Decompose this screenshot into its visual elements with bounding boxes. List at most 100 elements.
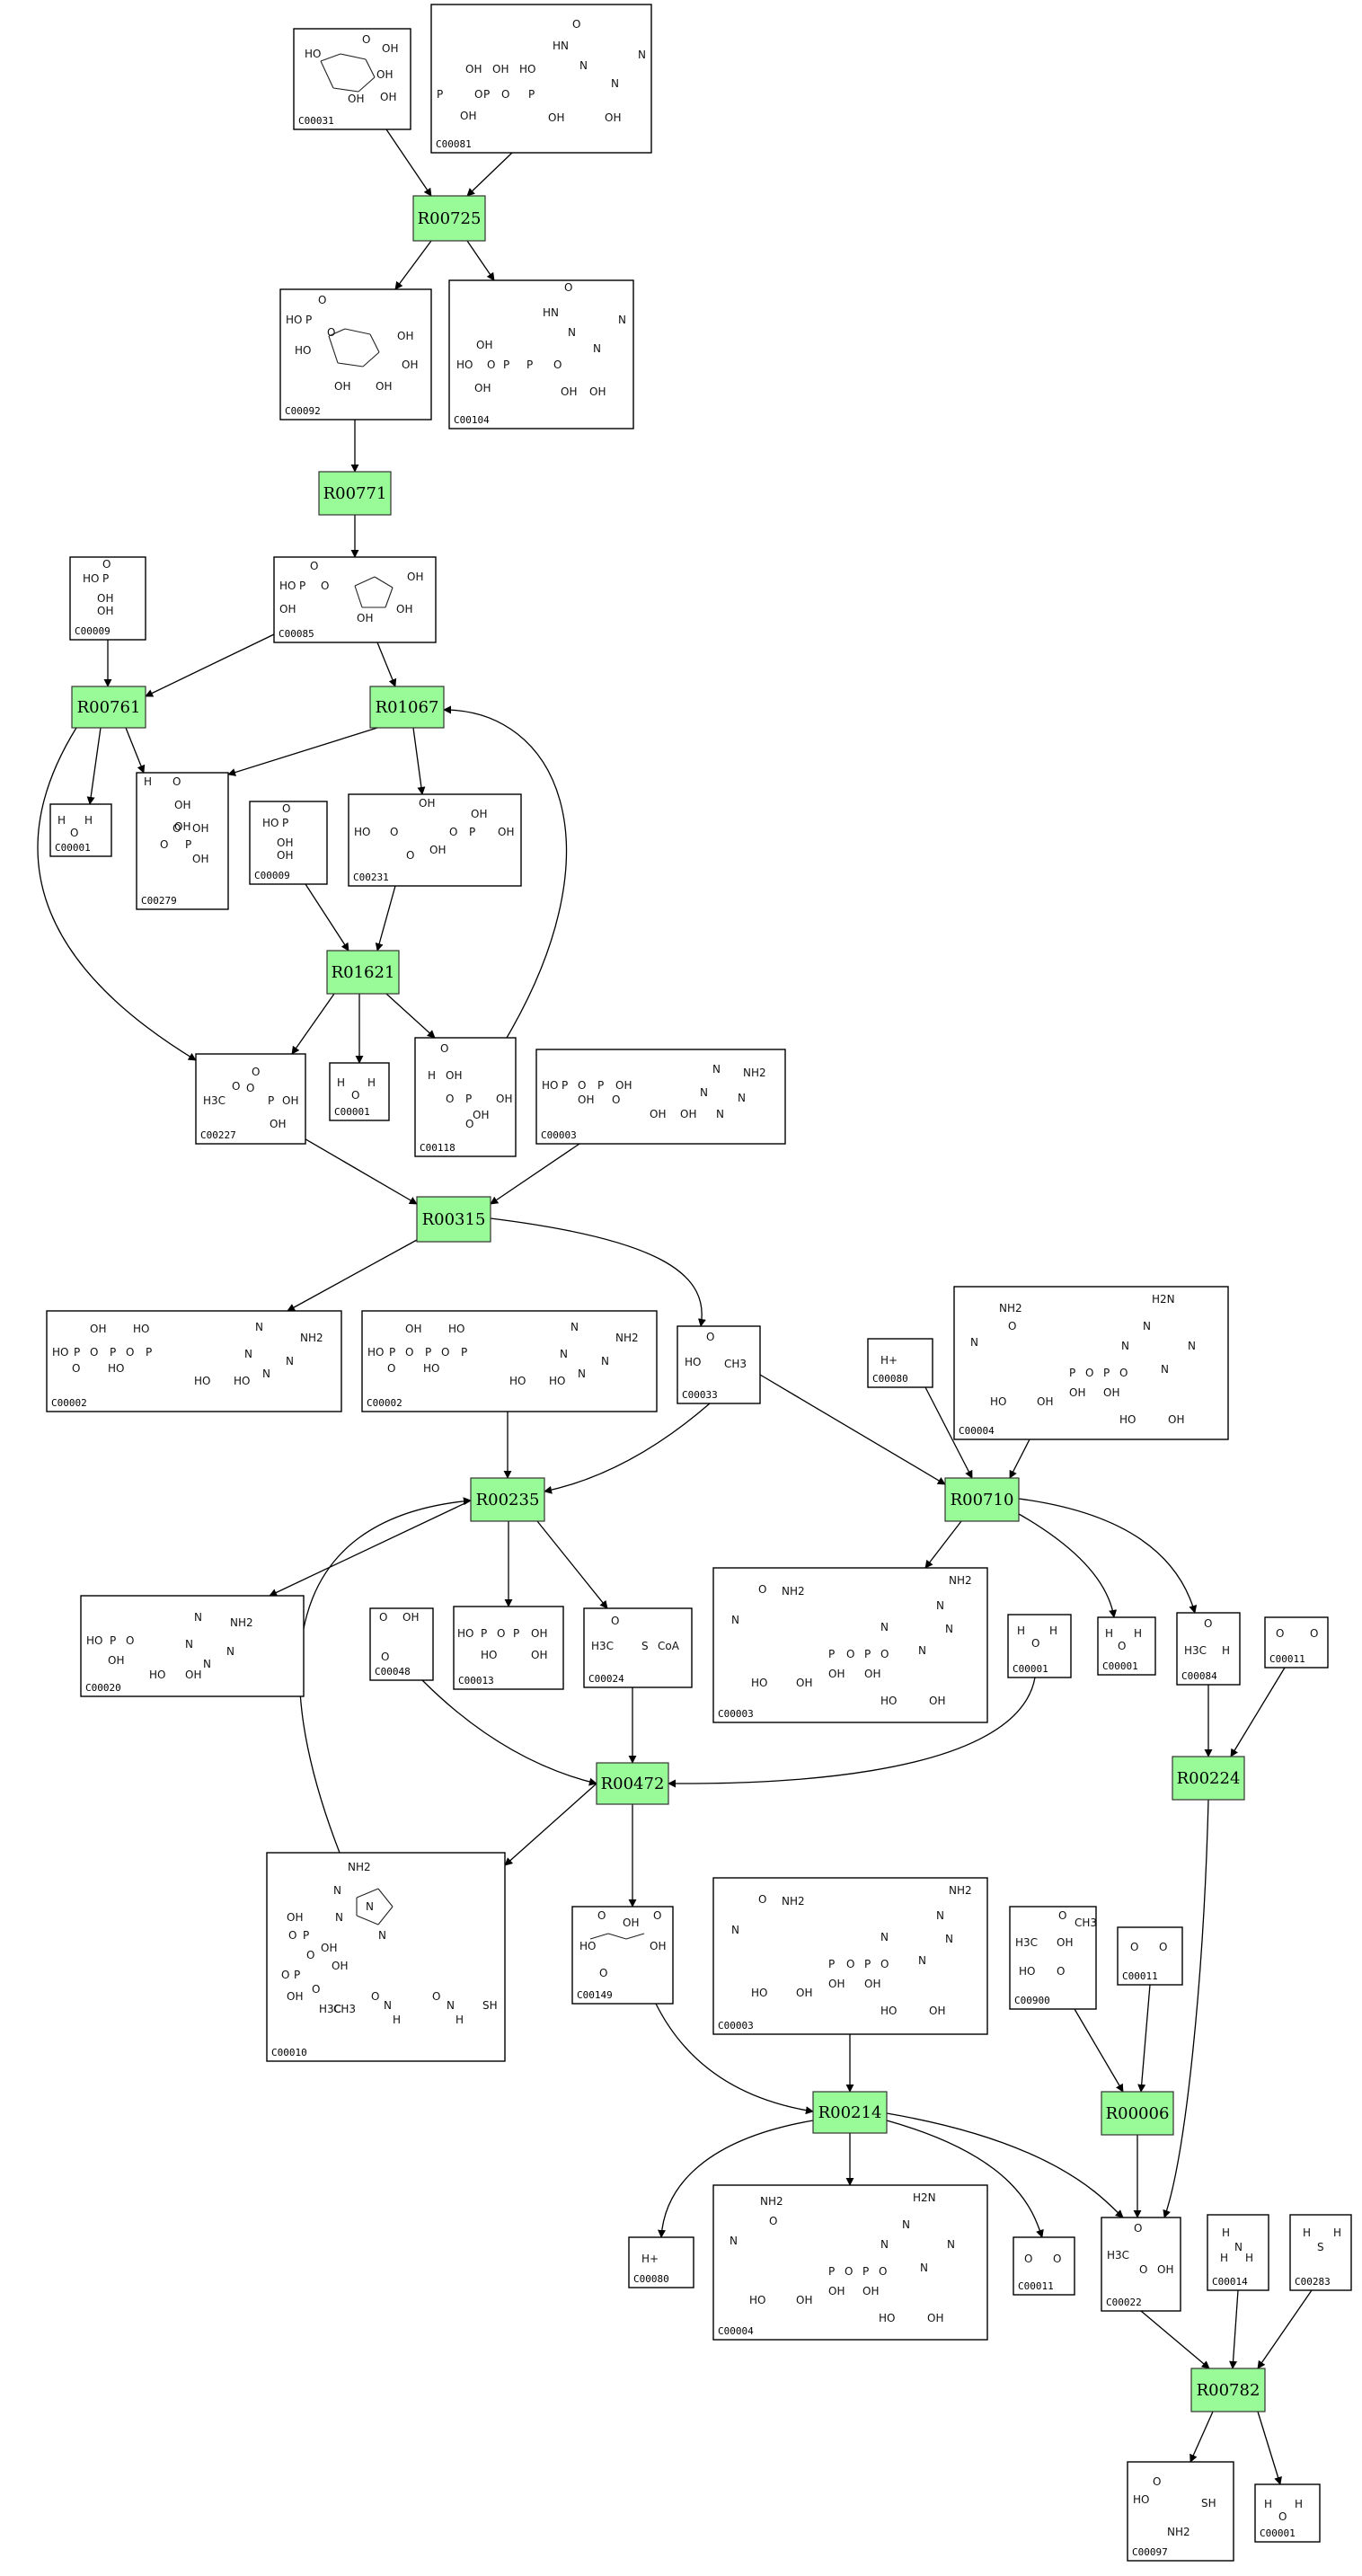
- reaction-r00771[interactable]: R00771: [318, 471, 392, 516]
- structure-label: H3C: [203, 1094, 226, 1107]
- reaction-r00315[interactable]: R00315: [416, 1196, 491, 1243]
- reaction-id-label: R00710: [951, 1491, 1014, 1509]
- bond-line: [362, 351, 380, 367]
- bond-line: [358, 76, 376, 93]
- reaction-r01621[interactable]: R01621: [326, 950, 400, 995]
- bond-line: [320, 60, 334, 89]
- reaction-box: [412, 195, 486, 242]
- edge-c00900-to-r00006: [1074, 2008, 1124, 2093]
- structure-label: O: [252, 1066, 260, 1078]
- structure-label: P: [305, 314, 312, 326]
- compound-frame: [279, 288, 432, 420]
- structure-label: O: [288, 1929, 296, 1942]
- structure-label: NH2: [949, 1884, 972, 1897]
- structure-label: P: [389, 1346, 395, 1359]
- reaction-r00761[interactable]: R00761: [71, 686, 146, 729]
- compound-c00080b[interactable]: H+C00080: [628, 2236, 694, 2288]
- compound-id-label: C00081: [436, 138, 472, 150]
- structure-label: OH: [578, 1093, 594, 1106]
- reaction-r00214[interactable]: R00214: [812, 2091, 888, 2134]
- reaction-id-label: R01067: [376, 698, 439, 717]
- reaction-r00725[interactable]: R00725: [412, 195, 486, 242]
- edge-r00761-to-c00227: [37, 727, 197, 1061]
- structure-label: OH: [376, 68, 393, 81]
- structure-label: N: [226, 1645, 234, 1658]
- structure-label: P: [425, 1346, 431, 1359]
- structure-label: OH: [270, 1118, 286, 1130]
- structure-label: O: [1204, 1617, 1212, 1630]
- structure-label: O: [282, 802, 290, 815]
- structure-label: O: [474, 88, 482, 101]
- reaction-r01067[interactable]: R01067: [369, 686, 445, 729]
- structure-label: HO: [86, 1634, 102, 1647]
- structure-label: O: [102, 558, 111, 571]
- compound-c00080a[interactable]: H+C00080: [867, 1338, 933, 1388]
- structure-label: P: [461, 1346, 467, 1359]
- structure-label: OH: [828, 1668, 845, 1680]
- reaction-r00235[interactable]: R00235: [470, 1477, 545, 1522]
- reaction-r00472[interactable]: R00472: [596, 1762, 669, 1805]
- compound-frame: [712, 2184, 988, 2341]
- structure-label: HO: [1019, 1965, 1035, 1978]
- structure-label: N: [335, 1911, 343, 1924]
- reaction-r00710[interactable]: R00710: [944, 1477, 1020, 1522]
- structure-label: N: [333, 1884, 341, 1897]
- compound-id-label: C00003: [718, 1708, 754, 1720]
- edge-r00761-to-c00001a: [86, 727, 102, 805]
- reaction-r00782[interactable]: R00782: [1190, 2368, 1266, 2412]
- reaction-box: [944, 1477, 1020, 1522]
- edge-r01621-to-c00227: [291, 993, 335, 1055]
- structure-label: O: [758, 1583, 766, 1596]
- structure-label: P: [862, 2265, 869, 2278]
- bond-line: [369, 333, 380, 353]
- reaction-r00006[interactable]: R00006: [1101, 2091, 1174, 2136]
- bond-line: [385, 587, 394, 608]
- structure-label: OH: [334, 380, 350, 393]
- structure-label: O: [160, 838, 168, 851]
- reaction-r00224[interactable]: R00224: [1172, 1756, 1245, 1801]
- structure-label: O: [362, 33, 370, 46]
- structure-label: OH: [380, 91, 396, 103]
- structure-label: N: [578, 1368, 586, 1380]
